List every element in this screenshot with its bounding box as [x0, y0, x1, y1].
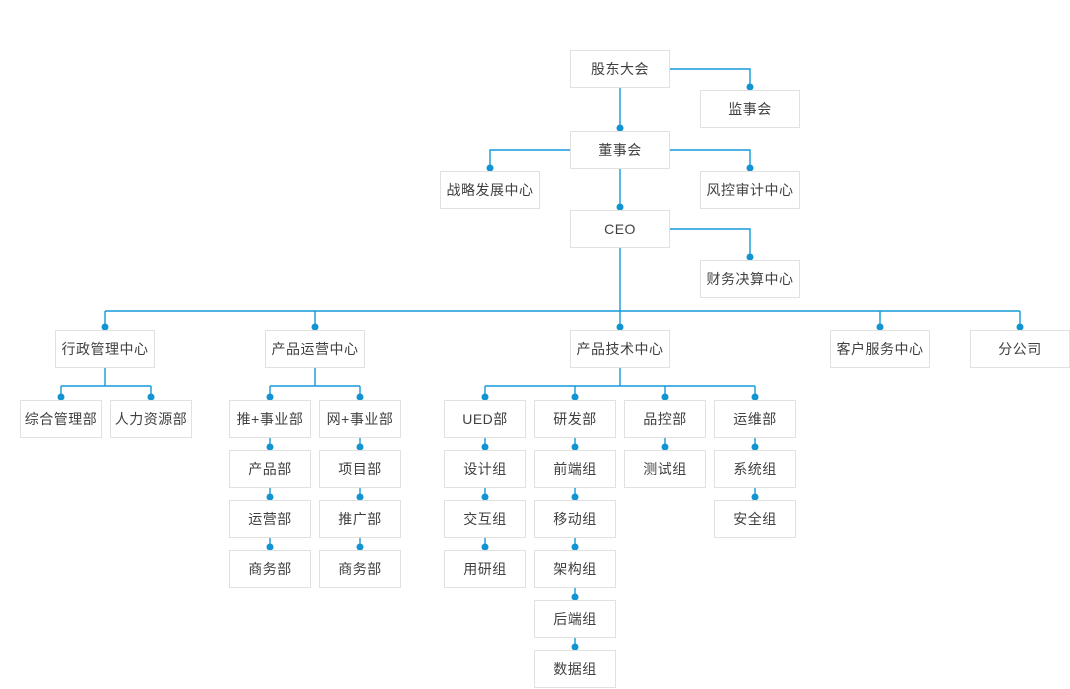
org-node-label: 推广部 — [338, 511, 382, 527]
org-node-label: 运营部 — [248, 511, 292, 527]
org-node-product-operation-center: 产品运营中心 — [265, 330, 365, 368]
org-node-label: 项目部 — [338, 461, 382, 477]
org-node-testing-group: 测试组 — [624, 450, 706, 488]
org-node-supervisory-board: 监事会 — [700, 90, 800, 128]
org-node-business-dept-1: 商务部 — [229, 550, 311, 588]
org-node-operation-dept: 运营部 — [229, 500, 311, 538]
org-node-ceo: CEO — [570, 210, 670, 248]
org-node-finance-settlement-center: 财务决算中心 — [700, 260, 800, 298]
org-node-strategy-development-center: 战略发展中心 — [440, 171, 540, 209]
org-node-label: 风控审计中心 — [706, 182, 794, 198]
org-node-hr-dept: 人力资源部 — [110, 400, 192, 438]
org-node-frontend-group: 前端组 — [534, 450, 616, 488]
org-node-data-group: 数据组 — [534, 650, 616, 688]
org-node-promotion-dept: 推广部 — [319, 500, 401, 538]
org-node-risk-audit-center: 风控审计中心 — [700, 171, 800, 209]
connector-line — [670, 149, 751, 168]
org-node-label: 董事会 — [598, 142, 642, 158]
org-node-label: 研发部 — [553, 411, 597, 427]
org-node-label: 战略发展中心 — [446, 182, 534, 198]
org-node-label: 推+事业部 — [236, 411, 304, 427]
org-node-label: 行政管理中心 — [61, 341, 149, 357]
org-node-label: 品控部 — [643, 411, 687, 427]
connector-line — [489, 149, 570, 168]
org-node-customer-service-center: 客户服务中心 — [830, 330, 930, 368]
org-node-label: 系统组 — [733, 461, 777, 477]
org-node-label: 人力资源部 — [114, 411, 188, 427]
org-node-wang-plus-business-dept: 网+事业部 — [319, 400, 401, 438]
org-node-architecture-group: 架构组 — [534, 550, 616, 588]
org-node-label: 测试组 — [643, 461, 687, 477]
org-node-label: 产品运营中心 — [271, 341, 359, 357]
connector-line — [670, 68, 751, 87]
org-node-user-research-group: 用研组 — [444, 550, 526, 588]
org-node-board-of-directors: 董事会 — [570, 131, 670, 169]
org-node-label: 综合管理部 — [24, 411, 98, 427]
org-node-label: 运维部 — [733, 411, 777, 427]
org-node-label: 数据组 — [553, 661, 597, 677]
org-node-label: 架构组 — [553, 561, 597, 577]
org-node-label: CEO — [604, 221, 636, 237]
org-node-backend-group: 后端组 — [534, 600, 616, 638]
org-node-ued-dept: UED部 — [444, 400, 526, 438]
org-node-shareholders-meeting: 股东大会 — [570, 50, 670, 88]
org-node-admin-management-center: 行政管理中心 — [55, 330, 155, 368]
org-node-quality-control-dept: 品控部 — [624, 400, 706, 438]
org-node-label: 股东大会 — [591, 61, 649, 77]
org-node-security-group: 安全组 — [714, 500, 796, 538]
org-node-general-management-dept: 综合管理部 — [20, 400, 102, 438]
org-node-project-dept: 项目部 — [319, 450, 401, 488]
org-node-system-group: 系统组 — [714, 450, 796, 488]
org-node-label: 商务部 — [338, 561, 382, 577]
org-node-label: 监事会 — [728, 101, 772, 117]
org-node-label: 产品部 — [248, 461, 292, 477]
org-node-label: 客户服务中心 — [836, 341, 924, 357]
org-node-label: UED部 — [462, 411, 508, 427]
org-node-label: 交互组 — [463, 511, 507, 527]
org-node-interaction-group: 交互组 — [444, 500, 526, 538]
org-node-label: 后端组 — [553, 611, 597, 627]
org-node-label: 安全组 — [733, 511, 777, 527]
org-node-label: 财务决算中心 — [706, 271, 794, 287]
org-node-rd-dept: 研发部 — [534, 400, 616, 438]
org-node-product-technology-center: 产品技术中心 — [570, 330, 670, 368]
org-node-business-dept-2: 商务部 — [319, 550, 401, 588]
org-node-mobile-group: 移动组 — [534, 500, 616, 538]
org-node-product-dept: 产品部 — [229, 450, 311, 488]
org-node-label: 网+事业部 — [326, 411, 394, 427]
org-node-label: 用研组 — [463, 561, 507, 577]
org-node-branch-company: 分公司 — [970, 330, 1070, 368]
org-node-operations-maintenance-dept: 运维部 — [714, 400, 796, 438]
org-node-label: 移动组 — [553, 511, 597, 527]
org-node-label: 产品技术中心 — [576, 341, 664, 357]
connector-line — [670, 228, 751, 257]
org-node-design-group: 设计组 — [444, 450, 526, 488]
org-node-tui-plus-business-dept: 推+事业部 — [229, 400, 311, 438]
org-node-label: 设计组 — [463, 461, 507, 477]
org-node-label: 商务部 — [248, 561, 292, 577]
org-node-label: 前端组 — [553, 461, 597, 477]
org-node-label: 分公司 — [998, 341, 1042, 357]
